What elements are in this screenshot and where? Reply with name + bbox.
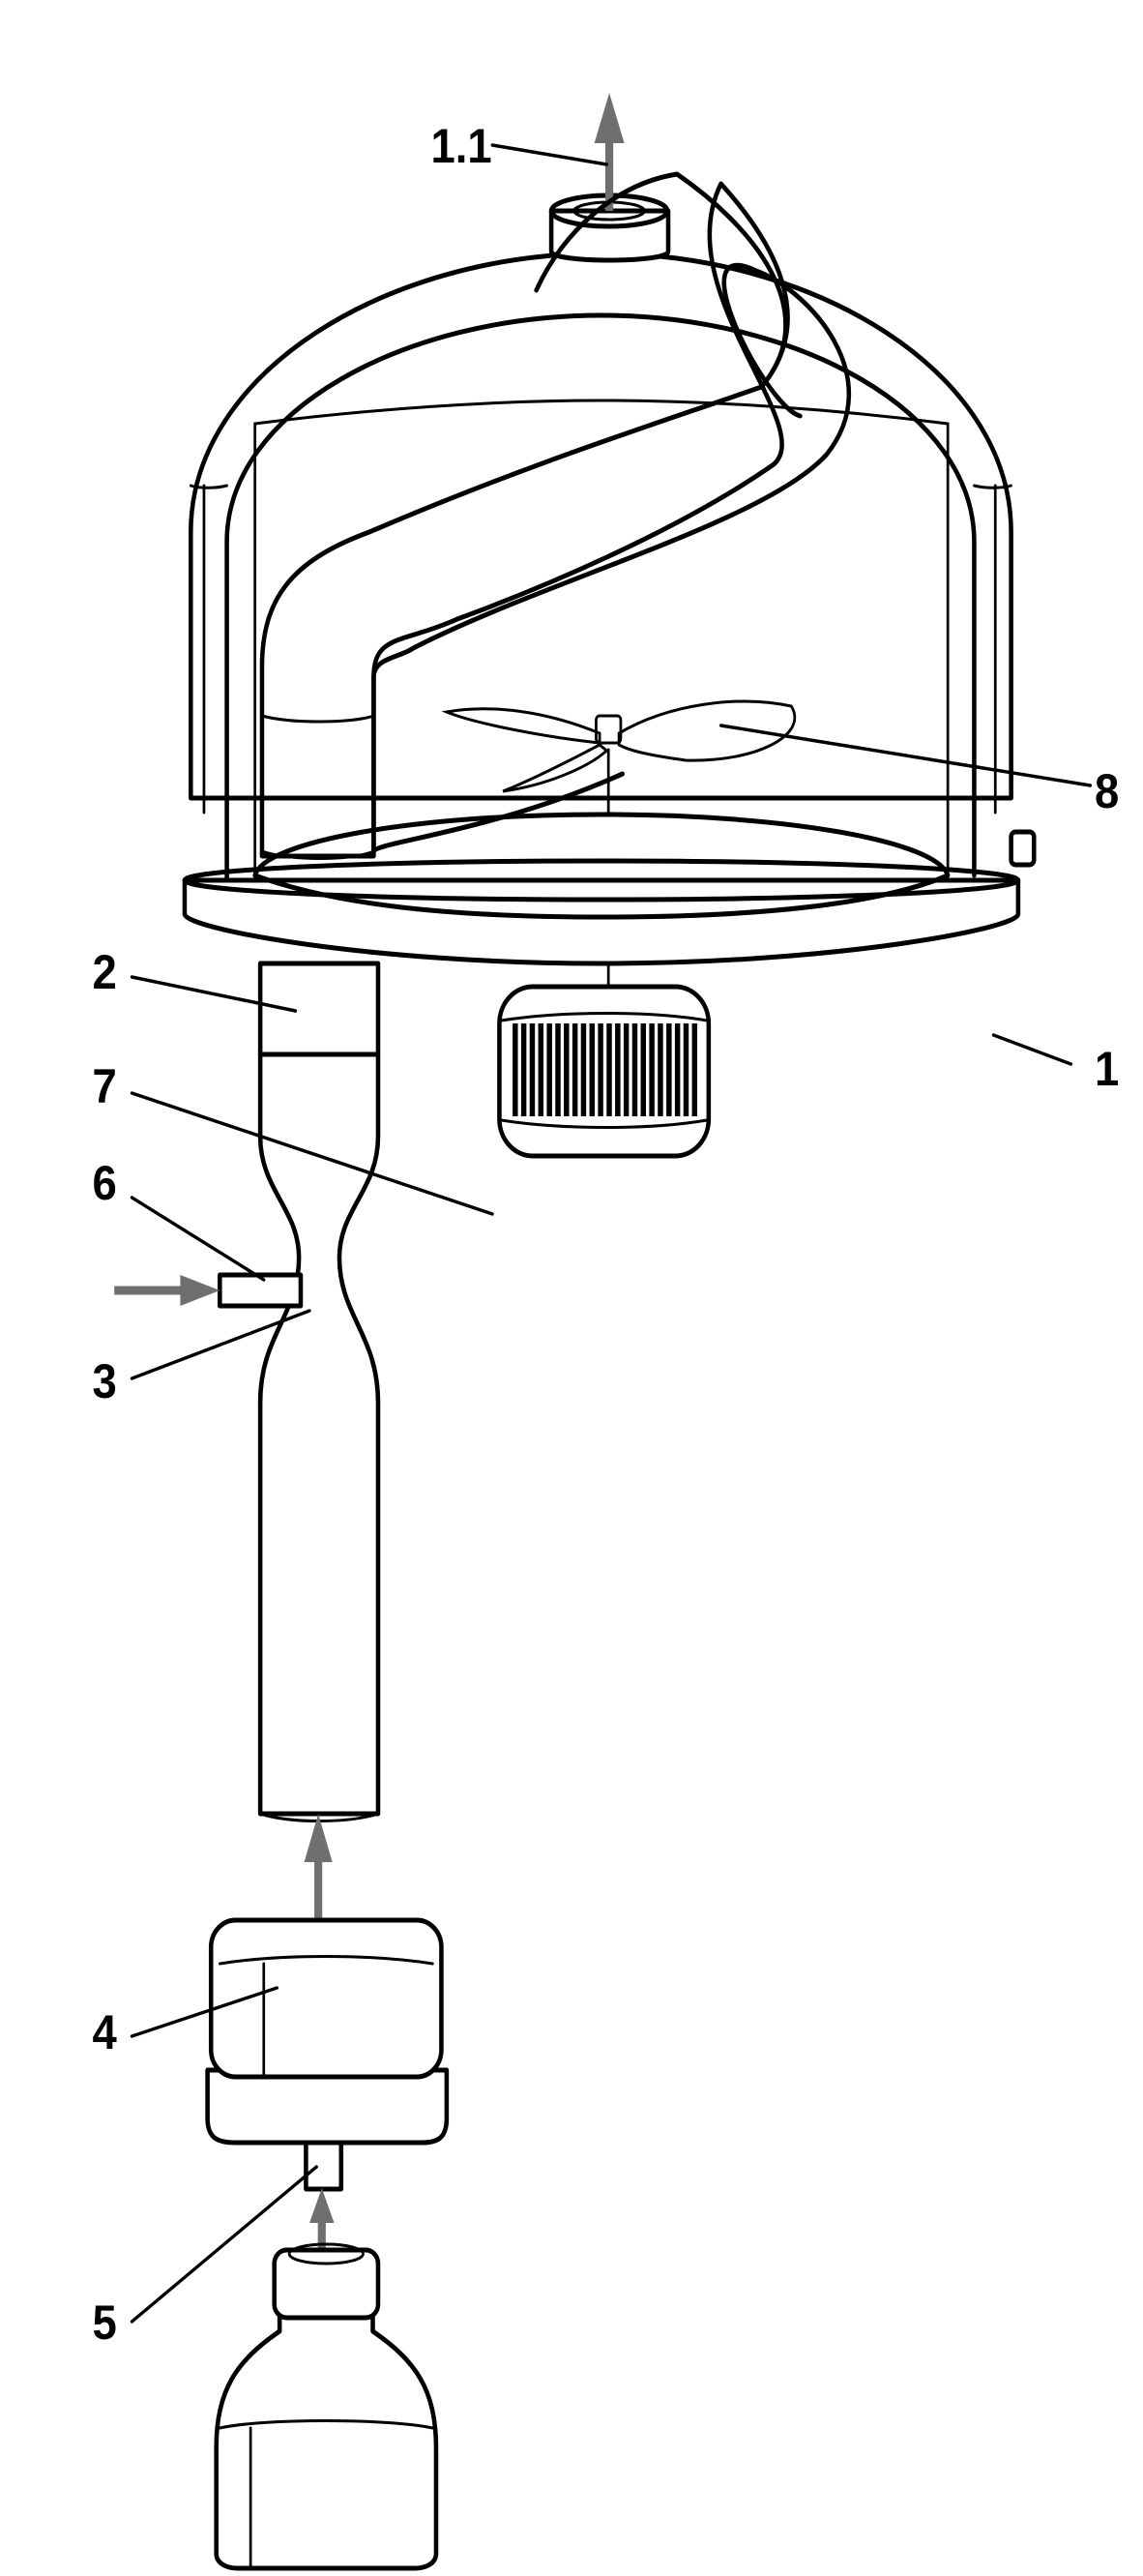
label-pump-inlet: 5 — [92, 2296, 116, 2350]
motor-rib — [529, 1023, 536, 1116]
side-inlet-tube — [218, 1272, 304, 1309]
feed-pipe-joint-bottom — [260, 849, 375, 860]
motor-rib — [683, 1023, 689, 1116]
motor-rib — [674, 1023, 681, 1116]
bottle-cap-top — [287, 2242, 365, 2265]
pump — [205, 1917, 450, 2146]
label-side-inlet: 6 — [92, 1157, 116, 1210]
motor-rib — [564, 1023, 570, 1116]
pump-base — [205, 2067, 450, 2146]
vessel — [182, 251, 1037, 966]
motor-rib — [598, 1023, 603, 1116]
label-pump: 4 — [92, 2006, 117, 2059]
leader-lines — [130, 143, 1093, 2324]
motor-cooling-ribs — [499, 1012, 709, 1129]
motor-rib — [666, 1023, 672, 1116]
motor-rib — [615, 1023, 621, 1116]
label-gas-outlet: 1.1 — [431, 120, 492, 173]
motor-rib — [640, 1023, 647, 1116]
motor-rib — [580, 1023, 587, 1116]
leader-1-1 — [490, 143, 608, 166]
motor-rib — [658, 1023, 663, 1116]
leader-6 — [130, 1196, 266, 1282]
label-feed-pipe: 7 — [92, 1060, 116, 1113]
pump-inlet-tube — [304, 2140, 344, 2192]
motor-rib — [631, 1023, 638, 1116]
stirrer-hub — [595, 714, 623, 745]
leader-2 — [130, 975, 298, 1013]
label-venturi: 3 — [92, 1355, 116, 1408]
leader-5 — [130, 2165, 318, 2324]
vessel-liner — [253, 399, 950, 884]
motor-rib — [691, 1023, 698, 1116]
motor-rib — [623, 1023, 630, 1116]
leader-7 — [130, 1091, 494, 1216]
stirrer-blade-lower — [502, 743, 609, 793]
label-vessel: 1 — [1095, 1043, 1119, 1096]
bottle-body — [214, 2309, 439, 2571]
motor-rib — [513, 1023, 518, 1116]
gas-outlet — [548, 93, 671, 263]
motor-rib — [538, 1023, 543, 1116]
vessel-seam-right — [973, 484, 1012, 489]
leader-8 — [718, 724, 1093, 787]
outlet-flow-arrow-head — [594, 93, 625, 143]
reservoir-bottle — [214, 2242, 439, 2571]
side-inlet-arrow-head — [180, 1275, 220, 1306]
stirrer-motor — [497, 962, 712, 1159]
motor-rib — [520, 1023, 527, 1116]
leader-1 — [991, 1033, 1073, 1066]
vessel-seam-left — [189, 484, 228, 489]
pump-inlet — [304, 2140, 344, 2250]
reference-numerals: 1.1 1 2 3 4 5 6 7 8 — [92, 120, 1119, 2350]
motor-rib-band — [499, 1012, 709, 1129]
motor-rib — [606, 1023, 612, 1116]
label-connector: 2 — [92, 946, 116, 999]
bottle-cap — [272, 2247, 381, 2321]
vessel-side-port — [1009, 829, 1037, 868]
vessel-base-plate — [182, 877, 1021, 966]
pump-flow-arrow-head — [304, 1814, 333, 1862]
feed-pipe-tip — [534, 171, 788, 390]
feed-pipe-body — [259, 181, 790, 859]
bottle-shoulder — [218, 2419, 434, 2430]
pump-body-top-edge — [218, 1955, 434, 1966]
stirrer-blade-left — [441, 707, 601, 745]
vessel-inner-wall — [224, 312, 977, 888]
inlet-flow-arrow-head — [309, 2188, 335, 2223]
label-stirrer: 8 — [1095, 765, 1119, 818]
vessel-rim — [182, 858, 1021, 903]
feed-pipe-joint-top — [260, 714, 375, 724]
motor-rib — [589, 1023, 596, 1116]
leader-4 — [130, 1986, 278, 2038]
motor-rib — [546, 1023, 552, 1116]
motor-rib — [649, 1023, 655, 1116]
pump-to-venturi-flow — [304, 1814, 333, 1920]
connector-and-venturi — [114, 961, 381, 1822]
motor-rib — [555, 1023, 561, 1116]
feed-pipe — [259, 171, 851, 860]
vessel-inner-floor — [252, 812, 951, 920]
motor-rib — [572, 1023, 578, 1116]
leader-3 — [130, 1309, 311, 1380]
feed-pipe-spiral — [371, 262, 851, 854]
